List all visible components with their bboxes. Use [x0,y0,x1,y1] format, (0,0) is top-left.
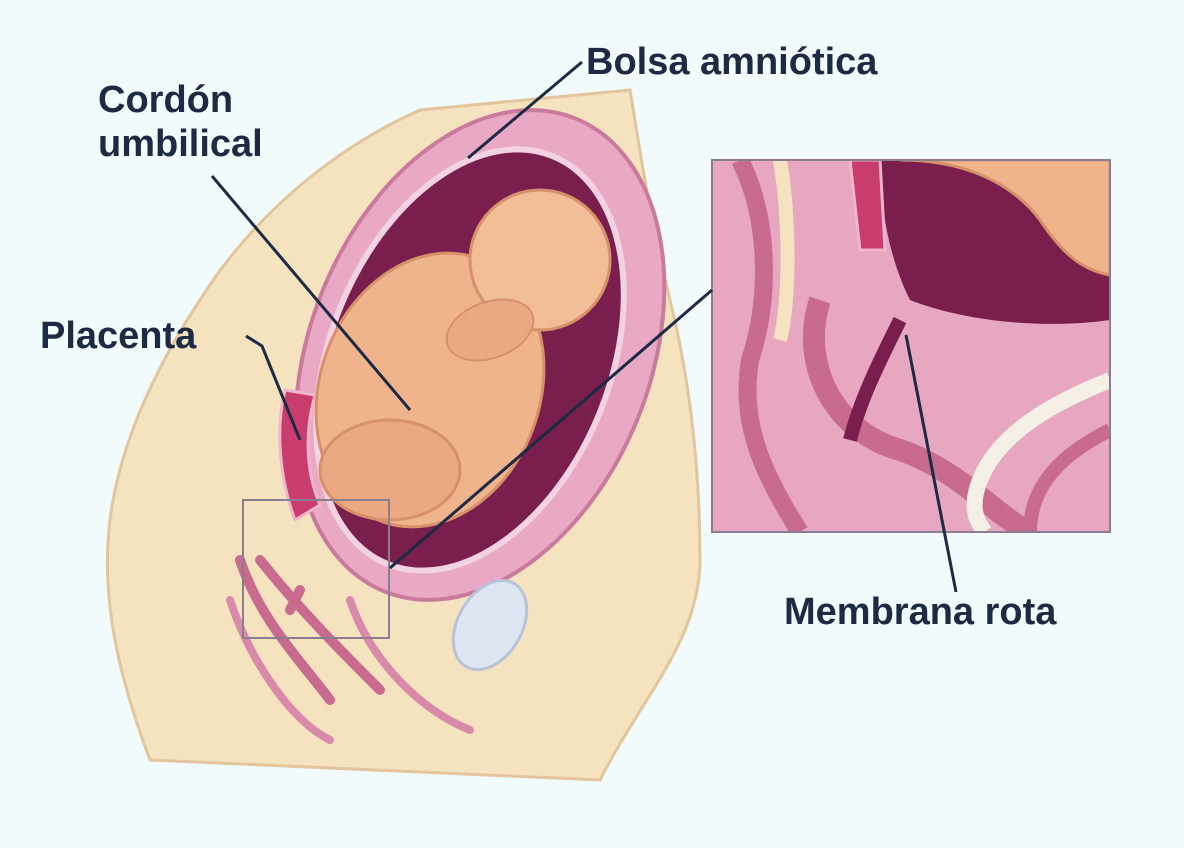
label-cordon-umbilical: Cordón umbilical [98,78,263,166]
label-placenta: Placenta [40,314,196,358]
label-membrana-rota: Membrana rota [784,590,1056,634]
inset-detail [712,160,1110,532]
label-cordon-line1: Cordón [98,78,263,122]
label-bolsa-amniotica: Bolsa amniótica [586,40,877,84]
label-cordon-line2: umbilical [98,122,263,166]
